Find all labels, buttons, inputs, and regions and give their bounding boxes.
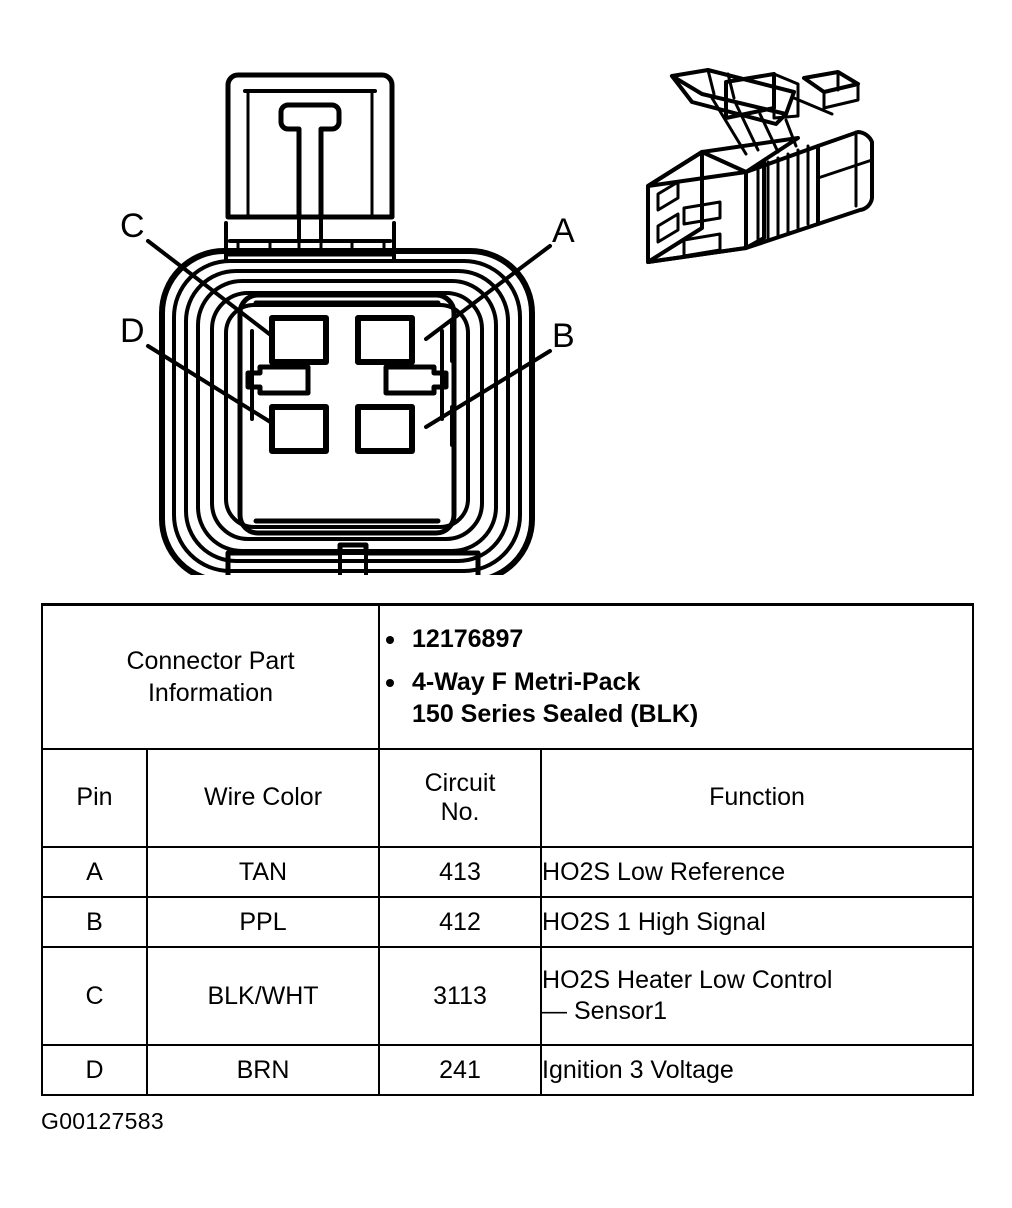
connector-face-view: C A D B (120, 72, 575, 575)
cell-circuit-no: 3113 (378, 946, 543, 1046)
cell-wire-color: PPL (145, 896, 381, 948)
part-description-line-2: 150 Series Sealed (BLK) (412, 700, 699, 729)
column-header-wire-color: Wire Color (145, 748, 381, 848)
leader-line-D (146, 344, 274, 425)
part-description-line-1: 4-Way F Metri-Pack (412, 667, 641, 696)
connector-shroud-rings (159, 248, 535, 575)
cell-wire-color: BLK/WHT (145, 946, 381, 1046)
connector-bottom-flange (225, 542, 481, 575)
pin-label-B: B (552, 317, 575, 355)
cell-wire-color: TAN (145, 846, 381, 898)
rib-right (383, 364, 449, 396)
pin-label-A: A (552, 212, 575, 250)
iso-latch-lever (670, 68, 860, 126)
connector-isometric-view (646, 68, 874, 264)
circuit-header-line-2: No. (440, 798, 480, 826)
column-header-pin: Pin (41, 748, 148, 848)
cavity-C (269, 315, 329, 365)
part-bullet-item: 4-Way F Metri-Pack 150 Series Sealed (BL… (380, 666, 972, 731)
iso-rear-block (816, 130, 874, 226)
cell-pin: C (41, 946, 148, 1046)
cpi-line-1: Connector Part (126, 647, 295, 675)
function-line-1: Ignition 3 Voltage (542, 1055, 734, 1084)
function-line-1: HO2S Low Reference (542, 857, 786, 886)
cavity-D (269, 404, 329, 454)
table-row: A TAN 413 HO2S Low Reference (41, 846, 975, 898)
column-header-function: Function (540, 748, 975, 848)
connector-part-details: 12176897 4-Way F Metri-Pack 150 Series S… (378, 603, 975, 750)
cell-wire-color: BRN (145, 1044, 381, 1096)
function-line-2: — Sensor1 (542, 997, 668, 1025)
cpi-line-2: Information (147, 679, 274, 707)
cell-circuit-no: 412 (378, 896, 543, 948)
rib-left (245, 364, 311, 396)
cell-function: HO2S Low Reference (540, 846, 975, 898)
iso-latch-struts (710, 96, 798, 156)
part-number: 12176897 (412, 625, 524, 654)
leader-line-B (424, 349, 552, 429)
iso-seal-ribs (744, 144, 820, 250)
cell-circuit-no: 413 (378, 846, 543, 898)
table-row: B PPL 412 HO2S 1 High Signal (41, 896, 975, 948)
figure-id: G00127583 (41, 1108, 164, 1134)
leader-line-A (424, 244, 552, 341)
iso-connector-body (646, 136, 800, 264)
connector-part-information-label: Connector Part Information (40, 603, 381, 750)
pin-leader-lines (146, 239, 552, 429)
cell-pin: A (41, 846, 148, 898)
connector-latch-housing (224, 72, 396, 261)
cell-pin: D (41, 1044, 148, 1096)
cell-function: Ignition 3 Voltage (540, 1044, 975, 1096)
function-line-1: HO2S 1 High Signal (542, 907, 766, 936)
table-header-row: Pin Wire Color Circuit No. Function (41, 748, 975, 848)
function-line-1: HO2S Heater Low Control (542, 966, 833, 994)
figure-area: C A D B (0, 0, 1012, 595)
pin-label-D: D (120, 312, 145, 350)
leader-line-C (146, 239, 274, 338)
pin-label-C: C (120, 207, 145, 245)
terminal-cavities (245, 315, 454, 454)
table-row: C BLK/WHT 3113 HO2S Heater Low Control —… (41, 946, 975, 1046)
cell-function: HO2S 1 High Signal (540, 896, 975, 948)
column-header-circuit-no: Circuit No. (378, 748, 543, 848)
cavity-A (355, 315, 415, 365)
cell-function: HO2S Heater Low Control — Sensor1 (540, 946, 975, 1046)
connector-part-table: Connector Part Information 12176897 4-Wa… (40, 603, 975, 1096)
cavity-B (355, 404, 415, 454)
part-bullet-list: 12176897 4-Way F Metri-Pack 150 Series S… (380, 623, 972, 731)
cell-circuit-no: 241 (378, 1044, 543, 1096)
circuit-header-line-1: Circuit (424, 768, 496, 797)
table-row-part-info: Connector Part Information 12176897 4-Wa… (40, 603, 975, 750)
table-row: D BRN 241 Ignition 3 Voltage (41, 1044, 975, 1096)
cell-pin: B (41, 896, 148, 948)
part-bullet-item: 12176897 (380, 623, 972, 656)
